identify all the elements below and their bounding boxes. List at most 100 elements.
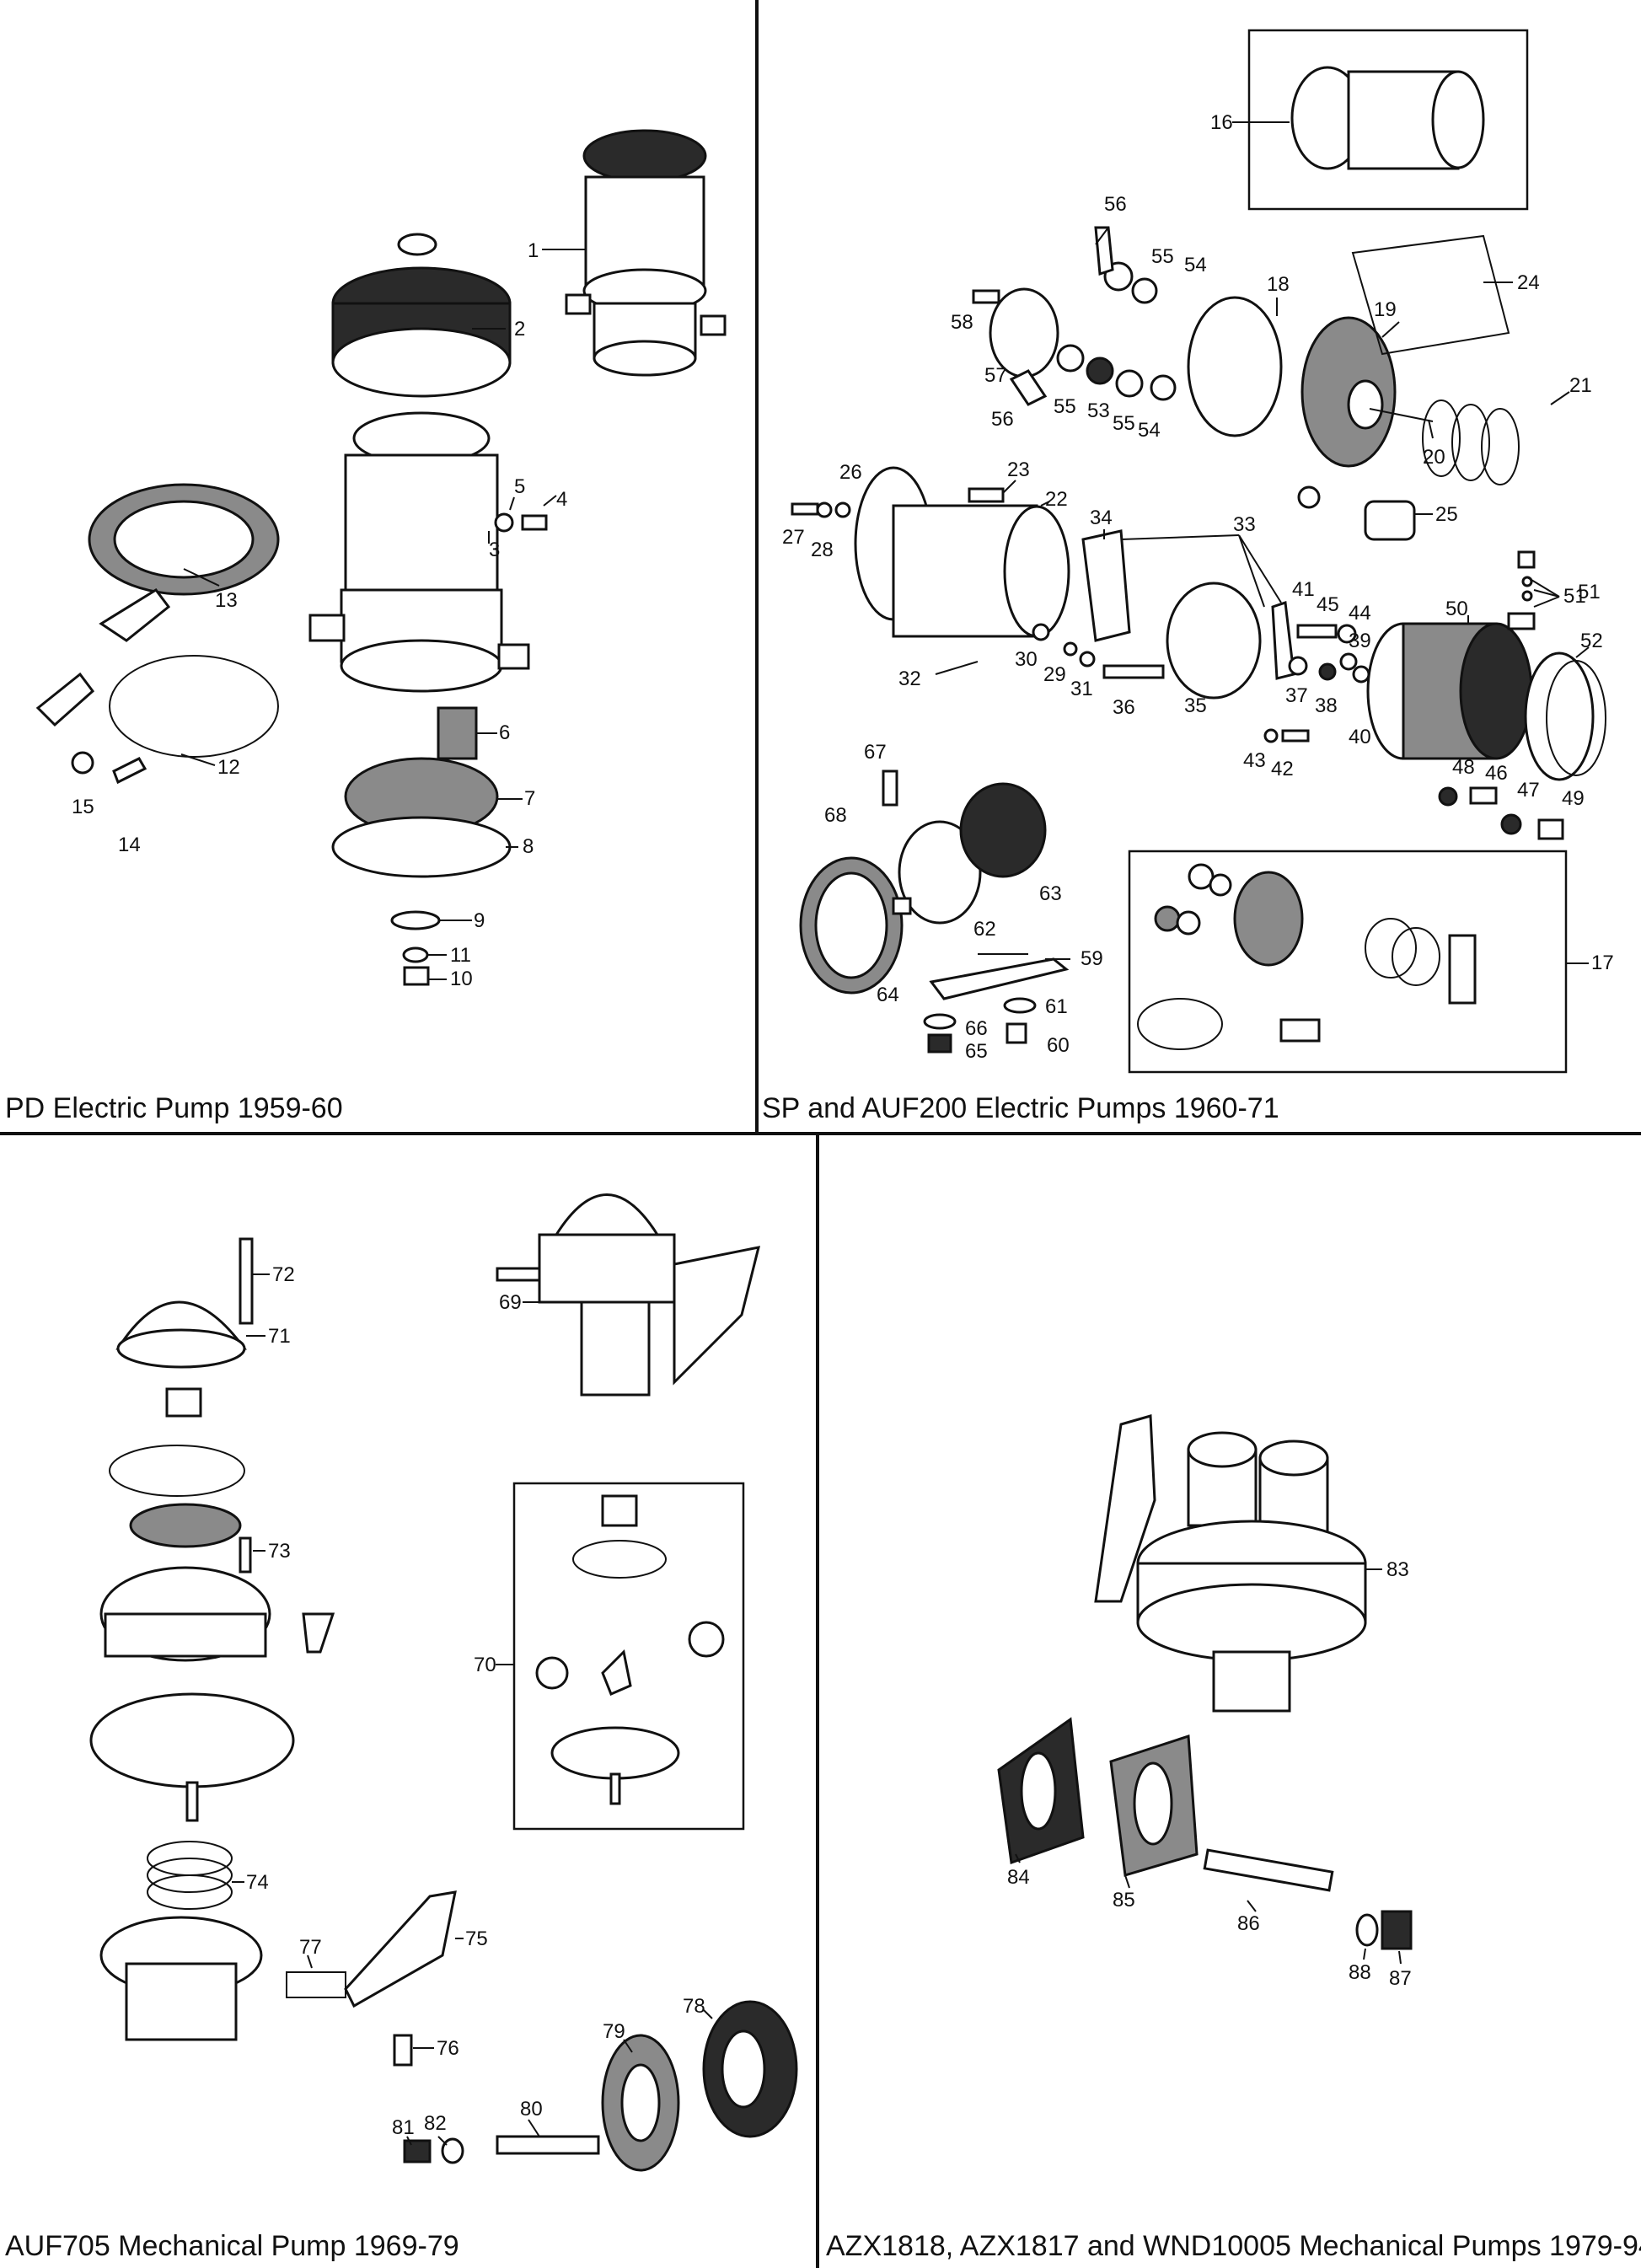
callout-10: 10 bbox=[450, 968, 473, 990]
part-9-washer bbox=[390, 910, 441, 930]
callout-50: 50 bbox=[1445, 598, 1468, 620]
part-53-spring bbox=[1086, 357, 1114, 385]
callout-29: 29 bbox=[1043, 663, 1066, 686]
part-27-screw bbox=[791, 502, 819, 516]
section-title-azx: AZX1818, AZX1817 and WND10005 Mechanical… bbox=[826, 2230, 1641, 2262]
callout-44: 44 bbox=[1349, 602, 1371, 625]
callout-21: 21 bbox=[1569, 374, 1592, 397]
part-42-screw bbox=[1281, 729, 1310, 743]
section-title-pd: PD Electric Pump 1959-60 bbox=[5, 1092, 343, 1124]
part-1-pump-assembled bbox=[565, 129, 727, 377]
part-52-sleeve bbox=[1524, 651, 1606, 781]
callout-69: 69 bbox=[499, 1291, 522, 1314]
auf705-pump-parts bbox=[89, 1193, 798, 2172]
part-43-washer bbox=[1263, 728, 1279, 743]
part-28-washer bbox=[816, 501, 833, 518]
part-36-screw bbox=[1102, 664, 1165, 679]
part-44-washer bbox=[1337, 624, 1357, 644]
callout-14: 14 bbox=[118, 834, 141, 856]
callout-75: 75 bbox=[465, 1928, 488, 1950]
callout-67: 67 bbox=[864, 741, 887, 764]
part-gasket bbox=[109, 1445, 245, 1497]
part-10-nut bbox=[403, 966, 430, 986]
callout-34: 34 bbox=[1090, 507, 1113, 529]
part-31-washer bbox=[1079, 651, 1096, 668]
callout-80: 80 bbox=[520, 2098, 543, 2121]
part-4-screw bbox=[521, 514, 548, 531]
callout-86: 86 bbox=[1237, 1912, 1260, 1935]
section-title-sp: SP and AUF200 Electric Pumps 1960-71 bbox=[762, 1092, 1279, 1124]
callout-3: 3 bbox=[489, 539, 500, 561]
inset-box-17 bbox=[1128, 850, 1568, 1074]
part-69-pump-assembled bbox=[496, 1193, 761, 1397]
callout-26: 26 bbox=[839, 461, 862, 484]
callout-79: 79 bbox=[603, 2020, 625, 2043]
part-66-washer bbox=[923, 1013, 957, 1030]
part-32-pin bbox=[935, 661, 979, 675]
callout-33: 33 bbox=[1233, 513, 1256, 536]
inset-box-16 bbox=[1247, 29, 1529, 211]
callout-55: 55 bbox=[1151, 245, 1174, 268]
callout-68: 68 bbox=[824, 804, 847, 827]
callout-61: 61 bbox=[1045, 995, 1068, 1018]
callout-88: 88 bbox=[1349, 1961, 1371, 1984]
callout-48: 48 bbox=[1452, 756, 1475, 779]
callout-82: 82 bbox=[424, 2112, 447, 2135]
part-50-end-cover bbox=[1366, 622, 1533, 760]
callout-53: 53 bbox=[1087, 399, 1110, 422]
part-2-cover bbox=[331, 233, 512, 398]
callout-46: 46 bbox=[1485, 762, 1508, 785]
part-54-seal bbox=[1131, 277, 1158, 304]
callout-64: 64 bbox=[877, 984, 899, 1006]
callout-51: 51 bbox=[1563, 585, 1586, 608]
callout-2: 2 bbox=[514, 318, 525, 340]
callout-28: 28 bbox=[811, 539, 834, 561]
part-18-valve-plate bbox=[1187, 296, 1283, 437]
callout-39: 39 bbox=[1349, 630, 1371, 652]
part-5-washer bbox=[494, 512, 514, 533]
part-24-gasket bbox=[1351, 234, 1510, 356]
part-73-plate bbox=[129, 1503, 242, 1548]
pd-pump-assembly bbox=[35, 129, 727, 986]
callout-54: 54 bbox=[1184, 254, 1207, 276]
callout-38: 38 bbox=[1315, 694, 1338, 717]
callout-9: 9 bbox=[474, 909, 485, 932]
callout-1: 1 bbox=[528, 239, 539, 262]
part-13-rubber-ring bbox=[88, 483, 280, 596]
callout-24: 24 bbox=[1517, 271, 1540, 294]
part-67-bolt bbox=[882, 769, 898, 807]
callout-66: 66 bbox=[965, 1017, 988, 1040]
callout-47: 47 bbox=[1517, 779, 1540, 802]
part-23-screw bbox=[968, 487, 1005, 503]
callout-59: 59 bbox=[1081, 947, 1103, 970]
callout-83: 83 bbox=[1386, 1558, 1409, 1581]
callout-4: 4 bbox=[556, 488, 567, 511]
callout-65: 65 bbox=[965, 1040, 988, 1063]
callout-78: 78 bbox=[683, 1995, 705, 2018]
callout-27: 27 bbox=[782, 526, 805, 549]
part-47-nut bbox=[1500, 813, 1522, 835]
callout-8: 8 bbox=[523, 835, 534, 858]
section-title-auf705: AUF705 Mechanical Pump 1969-79 bbox=[5, 2230, 459, 2262]
part-83-pump-assembled bbox=[1094, 1414, 1367, 1713]
azx-pump-parts bbox=[997, 1414, 1413, 1950]
callout-55-repeat-b: 55 bbox=[1113, 412, 1135, 435]
part-73-screw bbox=[239, 1536, 252, 1574]
callout-15: 15 bbox=[72, 796, 94, 818]
callout-63: 63 bbox=[1039, 882, 1062, 905]
inset-box-70 bbox=[512, 1482, 745, 1831]
part-29-washer bbox=[1063, 641, 1078, 657]
part-16-pump-assembled bbox=[1290, 66, 1485, 170]
callout-13: 13 bbox=[215, 589, 238, 612]
part-20-spindle bbox=[1369, 408, 1434, 422]
callout-70: 70 bbox=[474, 1654, 496, 1676]
part-87-nut bbox=[1381, 1910, 1413, 1950]
callout-17: 17 bbox=[1591, 952, 1614, 974]
callout-54-repeat: 54 bbox=[1138, 419, 1161, 442]
callout-43: 43 bbox=[1243, 749, 1266, 772]
part-76-pin bbox=[393, 2034, 413, 2067]
callout-81: 81 bbox=[392, 2116, 415, 2139]
part-82-washer bbox=[441, 2137, 464, 2164]
callout-22: 22 bbox=[1045, 488, 1068, 511]
part-38-nut bbox=[1318, 662, 1337, 681]
